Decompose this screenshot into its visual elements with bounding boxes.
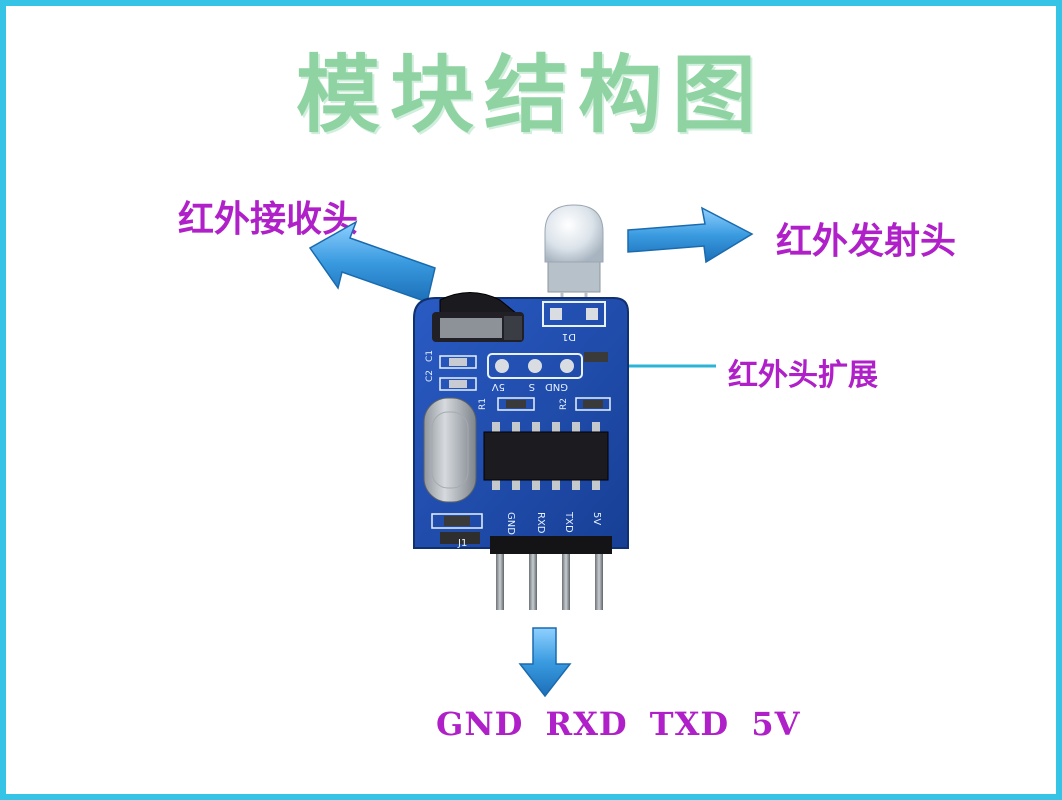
c2-silk: C2 [425,370,435,382]
silk-gnd: GND [505,512,516,535]
d1-silk: D1 [562,331,576,342]
ir-expansion-header: 5V S GND [487,353,583,392]
c1-silk: C1 [425,350,435,362]
diagram-title: 模块结构图 [295,45,766,144]
pins-caption: GND RXD TXD 5V [436,705,801,743]
ir-emitter-led [544,204,604,305]
silk-txd: TXD [563,511,574,533]
arrow-to-pins [518,627,572,698]
pin-silkscreen: GND RXD TXD 5V [505,511,602,535]
r2-silk: R2 [559,398,569,410]
header-s-silk: S [529,381,535,392]
j1-silk: J1 [457,538,467,549]
crystal-oscillator [423,397,477,503]
arrow-to-emitter [627,206,754,264]
silk-rxd: RXD [535,512,546,534]
header-pins [490,536,612,610]
header-5v-silk: 5V [492,381,505,392]
mcu-chip [483,422,609,490]
arrow-to-receiver [308,220,436,303]
header-gnd-silk: GND [545,381,568,392]
ir-receiver [432,292,524,342]
silk-5v: 5V [591,512,602,525]
smd-components: C2 C1 R1 R2 J1 [425,350,611,549]
ir-emitter-label: 红外发射头 [776,220,957,262]
r1-silk: R1 [478,398,488,410]
ir-expansion-label: 红外头扩展 [728,358,878,393]
ir-receiver-label: 红外接收头 [178,198,359,240]
d1-footprint: D1 [542,301,606,342]
